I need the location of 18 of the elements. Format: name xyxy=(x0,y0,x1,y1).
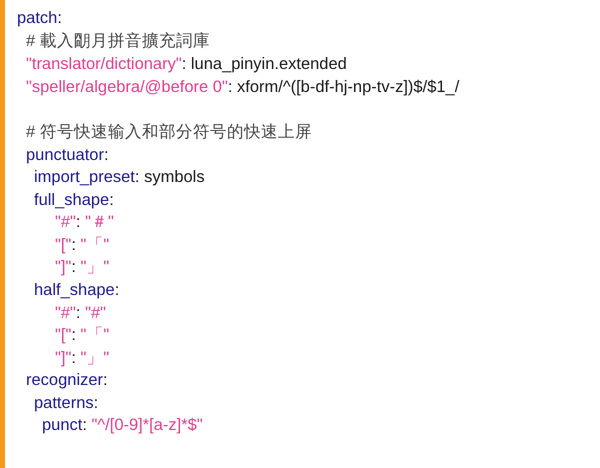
code-comment: # 載入朙月拼音擴充詞庫 xyxy=(26,31,210,51)
code-line: "]": "」" xyxy=(55,348,110,368)
code-line: "speller/algebra/@before 0": xform/^([b-df-hj-np-tv-z])$/$1_/ xyxy=(26,77,460,97)
code-line: "translator/dictionary": luna_pinyin.extended xyxy=(26,54,347,74)
code-comment: # 符号快速输入和部分符号的快速上屏 xyxy=(26,122,312,142)
code-line: patch: xyxy=(17,8,62,28)
code-line: "#": "＃" xyxy=(55,212,114,232)
code-line: recognizer: xyxy=(26,370,108,390)
code-line: "]": "」" xyxy=(55,257,110,277)
code-line: import_preset: symbols xyxy=(34,167,205,187)
code-line: half_shape: xyxy=(34,280,120,300)
code-line: punctuator: xyxy=(26,145,109,165)
code-line: full_shape: xyxy=(34,190,114,210)
code-line: punct: "^/[0-9]*[a-z]*$" xyxy=(42,415,203,435)
code-line: "#": "#" xyxy=(55,303,106,323)
code-line: "[": "「" xyxy=(55,325,110,345)
code-line: "[": "「" xyxy=(55,235,110,255)
code-line: patterns: xyxy=(34,393,98,413)
